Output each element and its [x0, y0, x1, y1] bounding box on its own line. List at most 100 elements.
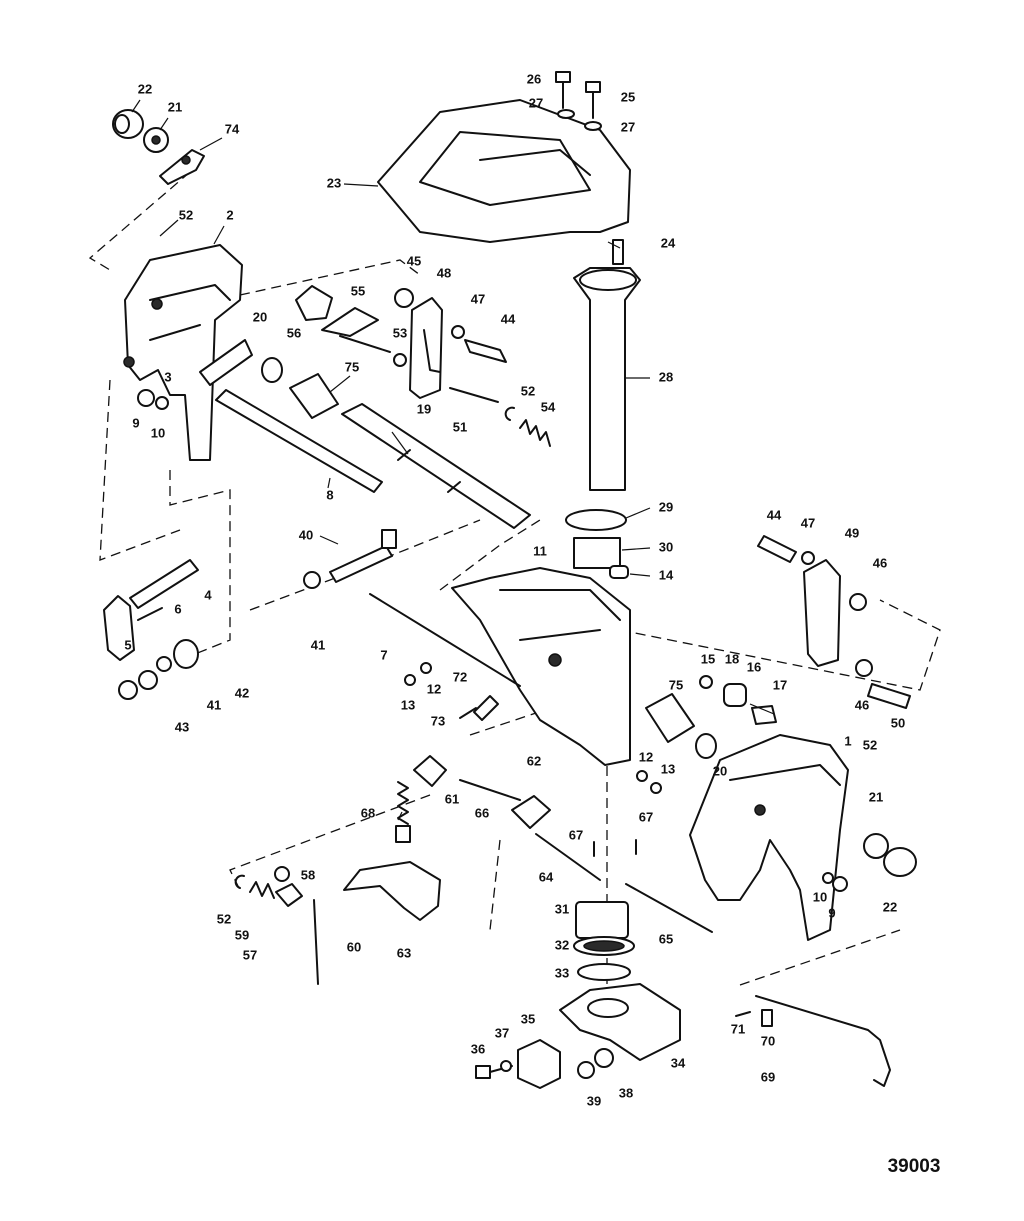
part-41-washer	[303, 571, 321, 589]
part-44-top-pin	[464, 339, 507, 363]
callout-75-right: 75	[669, 677, 683, 692]
callout-20: 20	[253, 309, 267, 324]
callout-75: 75	[345, 359, 359, 374]
callout-28: 28	[659, 369, 673, 384]
callout-27-right: 27	[621, 119, 635, 134]
part-20-right-washer	[695, 733, 717, 759]
part-28-steering-tube	[573, 267, 641, 491]
part-29-ring	[565, 509, 627, 531]
part-7-rod	[369, 593, 521, 687]
callout-33: 33	[555, 965, 569, 980]
part-54-spring	[519, 419, 551, 447]
callout-22-right: 22	[883, 899, 897, 914]
callout-66: 66	[475, 805, 489, 820]
callout-9: 9	[132, 415, 139, 430]
callout-61: 61	[445, 791, 459, 806]
callout-25: 25	[621, 89, 635, 104]
part-57-cam	[275, 883, 303, 907]
callout-65: 65	[659, 931, 673, 946]
callout-7: 7	[380, 647, 387, 662]
part-68-spring	[395, 781, 411, 843]
part-44-right-pin	[757, 535, 797, 563]
callout-21: 21	[168, 99, 182, 114]
callout-6: 6	[174, 601, 181, 616]
callout-52: 52	[179, 207, 193, 222]
callout-48: 48	[437, 265, 451, 280]
assembly-guide-lines	[88, 171, 941, 1000]
callout-67: 67	[569, 827, 583, 842]
part-15-spring	[699, 675, 713, 689]
callout-27: 27	[529, 95, 543, 110]
callout-13-right: 13	[661, 761, 675, 776]
part-42-washer	[173, 639, 199, 669]
callout-73: 73	[431, 713, 445, 728]
callout-40: 40	[299, 527, 313, 542]
callout-24: 24	[661, 235, 676, 250]
callout-64: 64	[539, 869, 554, 884]
callout-9-right: 9	[828, 905, 835, 920]
part-5-plate	[103, 595, 135, 661]
callout-10-right: 10	[813, 889, 827, 904]
callout-36: 36	[471, 1041, 485, 1056]
part-25-bolt	[585, 81, 601, 119]
callout-37: 37	[495, 1025, 509, 1040]
part-21-top-left-nut	[143, 127, 169, 153]
part-20-left-washer	[261, 357, 283, 383]
part-46-washers	[849, 593, 873, 677]
part-62-bracket	[511, 795, 551, 829]
part-63-lever	[343, 861, 441, 921]
callout-53: 53	[393, 325, 407, 340]
callout-32: 32	[555, 937, 569, 952]
callout-55: 55	[351, 283, 365, 298]
part-31-sleeve	[575, 901, 629, 939]
callout-71: 71	[731, 1021, 745, 1036]
callout-60: 60	[347, 939, 361, 954]
part-35-clamp-half	[517, 1039, 561, 1089]
callout-74: 74	[225, 121, 240, 136]
callout-29: 29	[659, 499, 673, 514]
callout-19: 19	[417, 401, 431, 416]
part-22-top-left-bushing	[112, 109, 144, 139]
callout-17: 17	[773, 677, 787, 692]
callout-14: 14	[659, 567, 674, 582]
callout-8: 8	[326, 487, 333, 502]
callout-21-right: 21	[869, 789, 883, 804]
part-21-right-nut	[863, 833, 889, 859]
callout-47-right: 47	[801, 515, 815, 530]
part-13-cap	[404, 674, 416, 686]
callout-41: 41	[311, 637, 325, 652]
part-75-right-bushing	[645, 693, 695, 743]
callout-10: 10	[151, 425, 165, 440]
part-59-spring	[249, 881, 275, 899]
part-58-knob	[274, 866, 290, 882]
part-33-ring	[577, 963, 631, 981]
callout-labels: 22 21 74 52 2 3 9 10 20 56 55 45 48 53 4…	[124, 71, 905, 1108]
part-41-43-nuts	[118, 656, 172, 700]
part-11-swivel-bracket	[451, 567, 631, 766]
callout-69: 69	[761, 1069, 775, 1084]
part-30-bushing	[573, 537, 621, 569]
callout-63: 63	[397, 945, 411, 960]
part-45-washer	[394, 288, 414, 308]
part-50-pin	[867, 683, 911, 709]
callout-22: 22	[138, 81, 152, 96]
part-75-left-bushing	[289, 373, 339, 419]
part-53-nut	[393, 353, 407, 367]
part-69-tilt-rod	[755, 995, 891, 1087]
part-52-clip-bottom	[234, 874, 245, 889]
callout-49: 49	[845, 525, 859, 540]
part-16-bushing	[723, 683, 747, 707]
part-47-right-nut	[801, 551, 815, 565]
callout-57: 57	[243, 947, 257, 962]
callout-46-lower: 46	[855, 697, 869, 712]
callout-5: 5	[124, 637, 131, 652]
callout-44: 44	[501, 311, 516, 326]
callout-11: 11	[533, 543, 547, 558]
part-17-pin	[751, 705, 777, 725]
part-9-left-nut	[137, 389, 155, 407]
reference-number: 39003	[888, 1156, 941, 1177]
part-47-nut	[451, 325, 465, 339]
callout-23: 23	[327, 175, 341, 190]
callout-50: 50	[891, 715, 905, 730]
